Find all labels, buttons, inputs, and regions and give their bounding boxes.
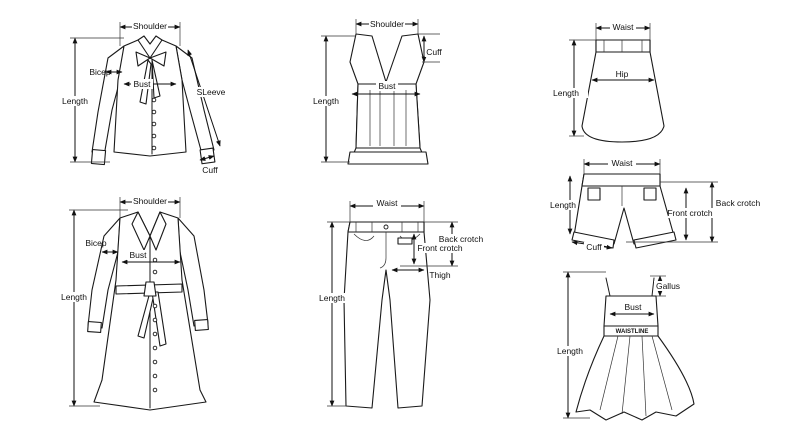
shorts-front-crotch-label: Front crotch xyxy=(667,208,713,218)
coat-length-label: Length xyxy=(61,292,87,302)
shorts-back-crotch-label: Back crotch xyxy=(716,198,761,208)
vest-figure xyxy=(347,33,429,165)
labels: Shoulder Bicep Bust SLeeve Length Cuff S… xyxy=(60,18,762,356)
blouse-measurements xyxy=(70,22,221,163)
skirt-length-label: Length xyxy=(553,88,579,98)
vest-cuff-label: Cuff xyxy=(426,47,442,57)
pants-back-crotch-label: Back crotch xyxy=(439,234,484,244)
skirt-waist-label: Waist xyxy=(613,22,635,32)
shorts-cuff-label: Cuff xyxy=(586,242,602,252)
dress-waistline-label: WAISTLINE xyxy=(616,329,649,335)
skirt-figure xyxy=(581,39,665,143)
shorts-figure xyxy=(571,173,677,249)
shorts-length-label: Length xyxy=(550,200,576,210)
skirt-hip-label: Hip xyxy=(616,69,629,79)
blouse-bicep-label: Bicep xyxy=(89,67,111,77)
pants-front-crotch-label: Front crotch xyxy=(417,243,463,253)
coat-bicep-label: Bicep xyxy=(85,238,107,248)
dress-figure xyxy=(575,277,695,421)
blouse-bust-label: Bust xyxy=(133,79,151,89)
dress-bust-label: Bust xyxy=(624,302,642,312)
vest-shoulder-label: Shoulder xyxy=(370,19,404,29)
blouse-cuff-label: Cuff xyxy=(202,165,218,175)
coat-bust-label: Bust xyxy=(129,250,147,260)
pants-length-label: Length xyxy=(319,293,345,303)
dress-gallus-label: Gallus xyxy=(656,281,680,291)
shorts-waist-label: Waist xyxy=(612,158,634,168)
blouse-sleeve-label: SLeeve xyxy=(197,87,226,97)
blouse-shoulder-label: Shoulder xyxy=(133,21,167,31)
vest-bust-label: Bust xyxy=(378,81,396,91)
dress-length-label: Length xyxy=(557,346,583,356)
blouse-length-label: Length xyxy=(62,96,88,106)
blouse-figure xyxy=(90,35,216,166)
pants-waist-label: Waist xyxy=(377,198,399,208)
vest-length-label: Length xyxy=(313,96,339,106)
coat-shoulder-label: Shoulder xyxy=(133,196,167,206)
pants-thigh-label: Thigh xyxy=(429,270,451,280)
